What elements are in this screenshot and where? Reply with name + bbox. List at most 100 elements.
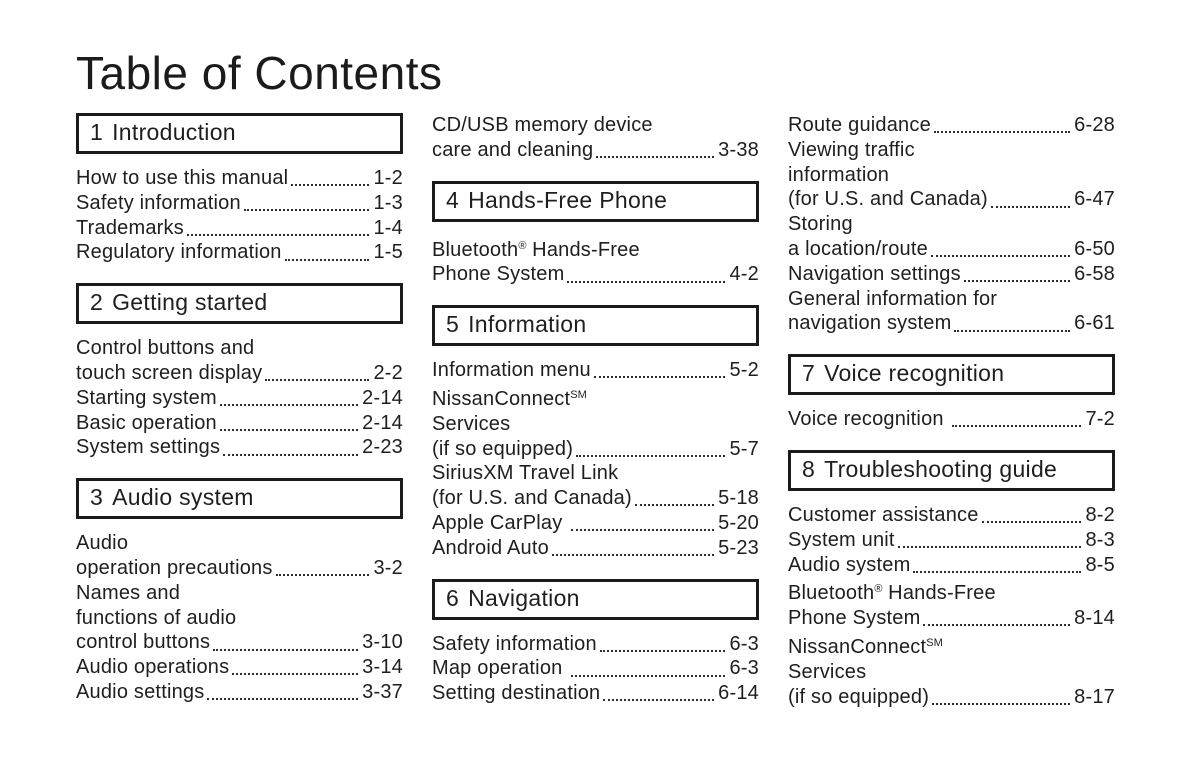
toc-entry-label: navigation system [788, 312, 952, 335]
toc-entry-line: SiriusXM Travel Link [432, 461, 759, 486]
toc-entry-line: (if so equipped)5-7 [432, 437, 759, 462]
superscript-mark: SM [570, 388, 587, 401]
section-number: 1 [90, 119, 104, 145]
toc-entry-line: Services [432, 412, 759, 437]
toc-entry-line: How to use this manual 1-2 [76, 166, 403, 191]
dot-leader [599, 649, 726, 652]
page-title: Table of Contents [76, 47, 443, 99]
toc-entry-label: SiriusXM Travel Link [432, 462, 619, 485]
dot-leader [603, 699, 715, 702]
page-number: 1-5 [373, 241, 403, 264]
toc-entry: Apple CarPlay 5-20 [432, 511, 759, 536]
toc-entry-line: (if so equipped)8-17 [788, 685, 1115, 710]
section-number: 3 [90, 484, 104, 511]
toc-entry-label: Trademarks [76, 216, 184, 239]
toc-entry-label: Control buttons and [76, 337, 255, 360]
toc-entry-line: functions of audio [76, 606, 403, 631]
section-number: 2 [90, 289, 104, 316]
toc-entry: Audio settings 3-37 [76, 680, 403, 705]
dot-leader [551, 554, 715, 557]
toc-entry-label: Storing [788, 213, 853, 236]
toc-entry-line: information [788, 163, 1115, 188]
toc-entry-label: Information menu [432, 359, 591, 382]
toc-entry-label: Audio [76, 532, 129, 555]
toc-entry-label: (if so equipped) [788, 685, 930, 708]
section-number: 4 [446, 186, 460, 213]
dot-leader [213, 648, 359, 651]
toc-entry-line: Control buttons and [76, 336, 403, 361]
toc-entry-label: How to use this manual [76, 167, 289, 189]
toc-entry-label: CD/USB memory device [432, 114, 653, 136]
toc-entry-label: Viewing traffic [788, 138, 915, 161]
toc-entry-label: Safety information [432, 632, 597, 655]
toc-entry-label: Apple CarPlay [432, 511, 569, 534]
dot-leader [923, 624, 1071, 627]
toc-entry-line: Audio [76, 531, 403, 556]
toc-entry-label: Names and [76, 581, 181, 604]
dot-leader [913, 570, 1082, 573]
section-number: 5 [446, 311, 460, 338]
dot-leader [932, 702, 1071, 705]
toc-entry-line: Viewing traffic [788, 138, 1115, 163]
toc-entry-label: Audio operations [76, 656, 230, 679]
dot-leader [576, 454, 726, 457]
page-number: 3-10 [362, 631, 403, 654]
dot-leader [571, 674, 726, 677]
page-number: 3-2 [373, 556, 403, 579]
page-number: 5-20 [718, 511, 759, 534]
dot-leader [954, 329, 1071, 332]
page-number: 6-50 [1074, 237, 1115, 260]
toc-entry-label: Android Auto [432, 536, 549, 559]
dot-leader [291, 184, 370, 187]
toc-entry-line: Map operation 6-3 [432, 656, 759, 681]
superscript-mark: SM [926, 636, 943, 649]
section-title: Troubleshooting guide [824, 455, 1058, 482]
toc-entry: How to use this manual 1-2 [76, 166, 403, 191]
toc-entry-label: (if so equipped) [432, 437, 574, 460]
page-number: 6-14 [718, 682, 759, 705]
toc-entry-label: information [788, 163, 890, 186]
toc-entry-label: functions of audio [76, 606, 237, 629]
dot-leader [232, 673, 359, 676]
superscript-mark: ® [518, 239, 527, 252]
toc-entry-line: Bluetooth® Hands-Free [432, 234, 759, 263]
page-number: 1-2 [373, 167, 403, 189]
dot-leader [952, 425, 1082, 428]
toc-entry-line: NissanConnectSM [788, 631, 1115, 660]
toc-entry-label: Phone System [432, 263, 565, 286]
dot-leader [593, 376, 726, 379]
page-number: 8-5 [1085, 553, 1115, 576]
page-number: 3-37 [362, 680, 403, 703]
toc-entry-label: Audio settings [76, 680, 205, 703]
dot-leader [571, 529, 715, 532]
